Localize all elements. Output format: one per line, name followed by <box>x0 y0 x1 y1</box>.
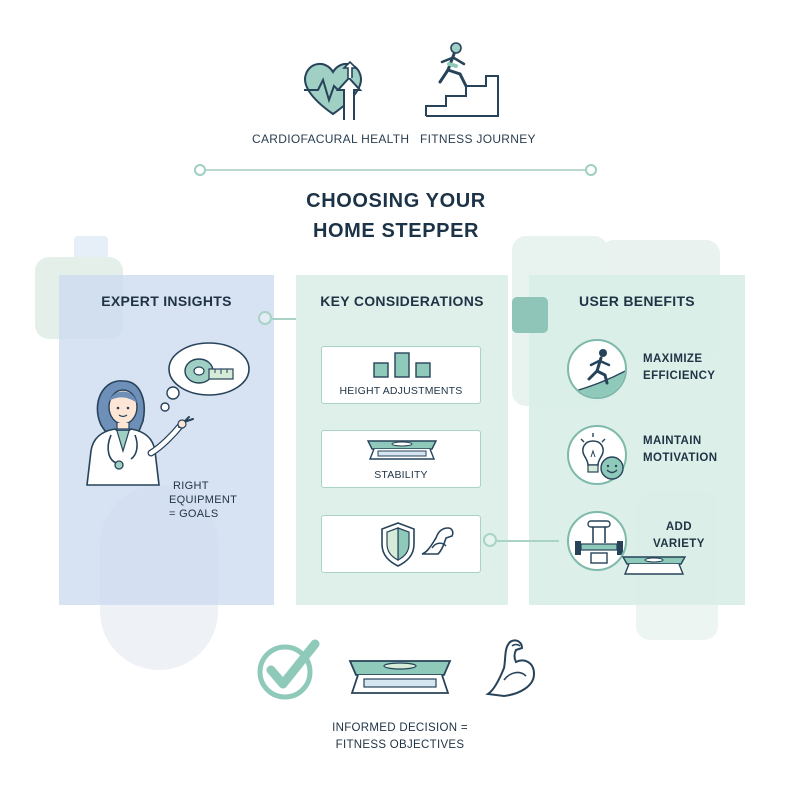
stepper-icon <box>621 556 687 575</box>
runner-icon <box>569 349 625 397</box>
considerations-heading: KEY CONSIDERATIONS <box>320 293 484 309</box>
header-right-label: FITNESS JOURNEY <box>420 132 536 146</box>
checkmark-icon <box>257 639 320 700</box>
benefit-line-maintain: MAINTAIN <box>643 435 702 447</box>
panel-expert-insights: EXPERT INSIGHTS RIGHT EQUIP <box>59 275 274 605</box>
benefit-text-variety: ADD VARIETY <box>653 519 705 553</box>
stepper-platform-icon <box>366 440 438 460</box>
panel-user-benefits: USER BENEFITS MAXIMIZE EFFICIENCY MAINTA… <box>529 275 745 605</box>
timeline-line <box>200 169 592 171</box>
adjustable-height-icon <box>373 352 431 378</box>
card-label-height-adjustments: HEIGHT ADJUSTMENTS <box>339 385 463 397</box>
expert-caption: RIGHT EQUIPMENT = GOALS <box>169 479 237 521</box>
benefit-text-motivation: MAINTAIN MOTIVATION <box>643 433 717 467</box>
footer-line-2: FITNESS OBJECTIVES <box>335 739 465 751</box>
benefit-text-efficiency: MAXIMIZE EFFICIENCY <box>643 351 715 385</box>
panel-key-considerations: KEY CONSIDERATIONS HEIGHT ADJUSTMENTS ST… <box>296 275 508 605</box>
bg-shape-square-teal <box>512 297 548 333</box>
flexed-arm-large-icon <box>485 639 536 698</box>
footer-line-1: INFORMED DECISION = <box>332 722 468 734</box>
benefits-heading: USER BENEFITS <box>579 293 695 309</box>
connector-left-dot <box>258 311 272 325</box>
card-height-adjustments: HEIGHT ADJUSTMENTS <box>321 346 481 404</box>
benefit-line-motivation: MOTIVATION <box>643 452 718 464</box>
stair-climber-icon <box>425 42 499 117</box>
stepper-platform-large-icon <box>348 660 452 694</box>
expert-caption-line-2: EQUIPMENT <box>169 494 238 506</box>
connector-right <box>497 540 559 542</box>
card-label-stability: STABILITY <box>374 469 428 481</box>
connector-right-dot <box>483 533 497 547</box>
expert-heading: EXPERT INSIGHTS <box>101 293 232 309</box>
dumbbell-icon <box>575 520 623 564</box>
timeline-dot-left <box>194 164 206 176</box>
flexed-arm-icon <box>421 527 454 555</box>
benefit-circle-variety <box>567 511 627 571</box>
card-stability: STABILITY <box>321 430 481 488</box>
thought-bubble-icon <box>160 342 250 412</box>
expert-caption-line-3: = GOALS <box>169 508 219 520</box>
lightbulb-icon <box>580 433 606 473</box>
page-title: CHOOSING YOUR HOME STEPPER <box>200 186 592 246</box>
benefit-line-efficiency: EFFICIENCY <box>643 370 716 382</box>
benefit-line-add: ADD <box>665 521 692 533</box>
smiley-icon <box>600 456 624 480</box>
benefit-line-variety: VARIETY <box>653 538 705 550</box>
card-durability <box>321 515 481 573</box>
title-line-1: CHOOSING YOUR <box>306 190 486 212</box>
title-line-2: HOME STEPPER <box>312 220 480 242</box>
heart-rate-icon <box>304 60 363 120</box>
expert-caption-line-1: RIGHT <box>173 480 209 492</box>
shield-icon <box>381 522 415 567</box>
doctor-illustration <box>86 380 194 486</box>
benefit-line-maximize: MAXIMIZE <box>643 353 703 365</box>
benefit-circle-efficiency <box>567 339 627 399</box>
connector-left <box>272 318 296 320</box>
tape-measure-icon <box>184 358 234 384</box>
header-left-label: CARDIOFACURAL HEALTH <box>252 132 410 146</box>
timeline-dot-right <box>585 164 597 176</box>
footer-text: INFORMED DECISION = FITNESS OBJECTIVES <box>250 720 550 754</box>
